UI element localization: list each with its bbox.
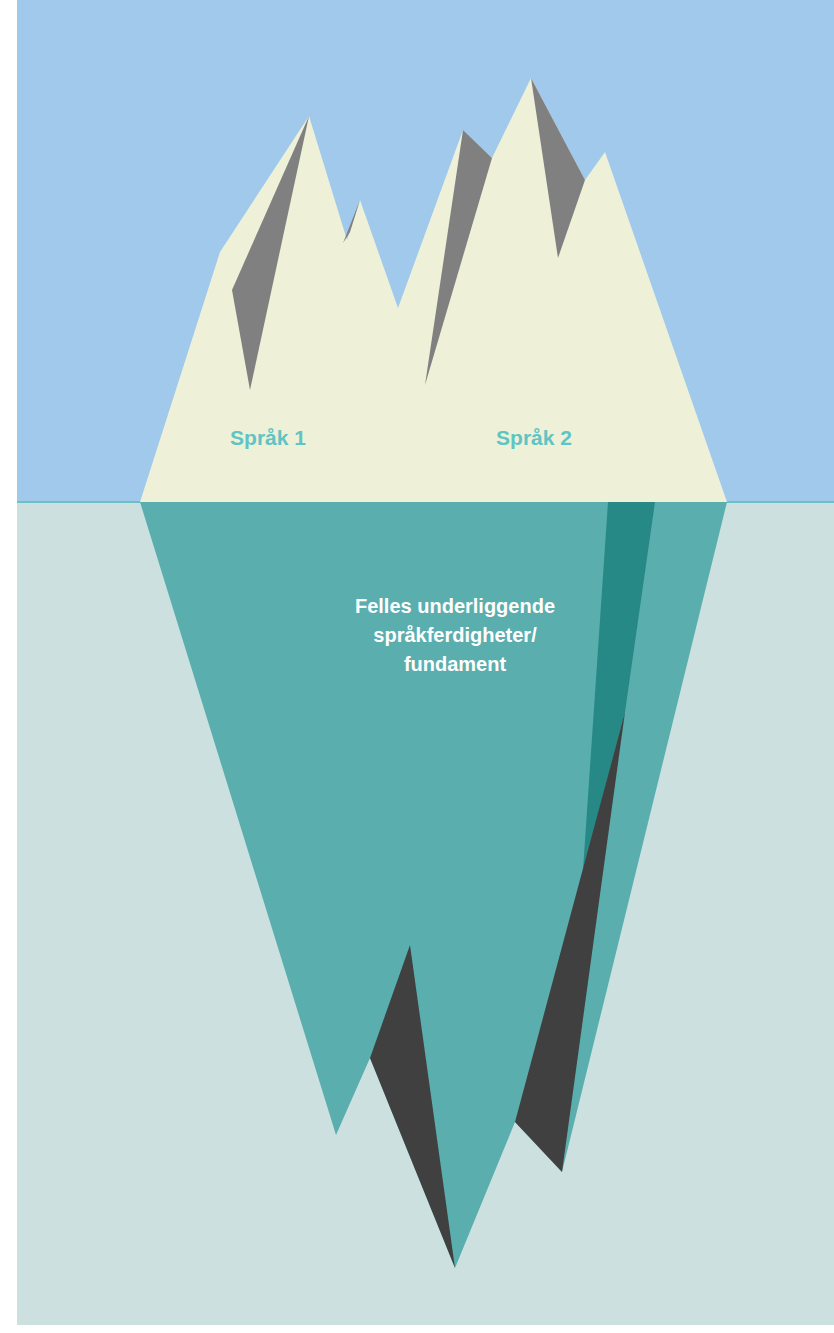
language-label: Språk 1: [208, 424, 328, 452]
iceberg-facet: [531, 78, 585, 258]
iceberg-base: Felles underliggende språkferdigheter/ f…: [140, 502, 727, 1270]
iceberg-tip: Språk 1 Språk 2: [140, 78, 727, 502]
iceberg-facet: [343, 200, 360, 243]
iceberg-facet: [370, 945, 455, 1268]
sky: [17, 0, 834, 502]
iceberg-facet: [425, 130, 492, 385]
iceberg-facet: [232, 116, 309, 390]
iceberg-outline: [140, 502, 727, 1270]
water: [17, 502, 834, 1325]
iceberg-facet: [140, 78, 727, 502]
iceberg-facet: [515, 712, 625, 1172]
iceberg-facet: [583, 502, 655, 870]
iceberg-outline: [140, 78, 727, 502]
language-label: Språk 2: [474, 424, 594, 452]
iceberg-facet: [140, 502, 727, 1268]
foundation-label: Felles underliggende språkferdigheter/ f…: [335, 592, 575, 679]
